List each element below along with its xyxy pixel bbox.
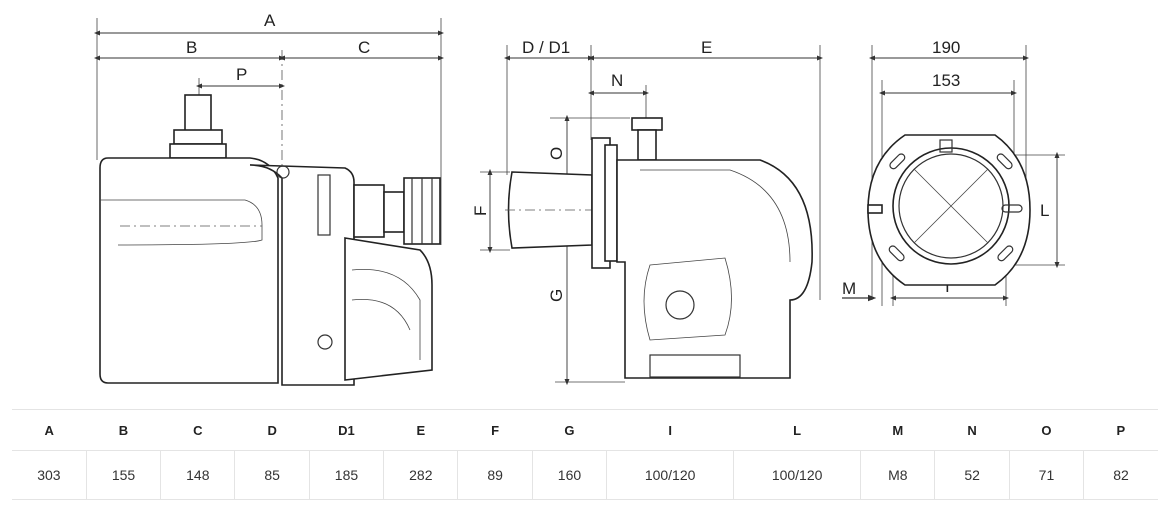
label-153: 153 — [932, 71, 960, 90]
label-a: A — [264, 11, 276, 30]
value-cell: 100/120 — [606, 450, 735, 500]
burner-technical-drawing: A B C P D / D1 — [93, 11, 1065, 386]
value-cell: 282 — [383, 450, 459, 500]
label-i: I — [945, 277, 950, 296]
table-header-row: A B C D D1 E F G I L M N O P — [12, 409, 1158, 451]
value-cell: 89 — [457, 450, 533, 500]
header-cell: A — [12, 409, 87, 451]
value-cell: 71 — [1009, 450, 1085, 500]
header-cell: I — [606, 409, 734, 451]
value-cell: M8 — [860, 450, 936, 500]
value-cell: 155 — [86, 450, 162, 500]
value-cell: 82 — [1083, 450, 1158, 500]
header-cell: P — [1083, 409, 1158, 451]
header-cell: M — [860, 409, 935, 451]
label-e: E — [701, 38, 712, 57]
dimensions-table: A B C D D1 E F G I L M N O P 303 155 148… — [12, 409, 1158, 500]
value-cell: 303 — [12, 450, 87, 500]
header-cell: N — [934, 409, 1010, 451]
label-d: D / D1 — [522, 38, 570, 57]
front-view: D / D1 E N O F G — [471, 38, 824, 386]
header-cell: L — [733, 409, 861, 451]
header-cell: B — [86, 409, 161, 451]
flange-view: 190 153 L I M — [842, 38, 1065, 306]
header-cell: C — [160, 409, 235, 451]
label-g: G — [547, 289, 566, 302]
label-c: C — [358, 38, 370, 57]
label-f: F — [471, 206, 490, 216]
value-cell: 148 — [160, 450, 236, 500]
header-cell: F — [457, 409, 533, 451]
value-cell: 185 — [309, 450, 385, 500]
table-row: 303 155 148 85 185 282 89 160 100/120 10… — [12, 450, 1158, 500]
value-cell: 52 — [934, 450, 1010, 500]
header-cell: D1 — [309, 409, 384, 451]
value-cell: 100/120 — [733, 450, 862, 500]
label-o: O — [547, 147, 566, 160]
header-cell: G — [532, 409, 607, 451]
header-cell: O — [1009, 409, 1084, 451]
side-view: A B C P — [93, 11, 445, 386]
value-cell: 160 — [532, 450, 608, 500]
value-cell: 85 — [234, 450, 310, 500]
label-b: B — [186, 38, 197, 57]
header-cell: D — [234, 409, 310, 451]
label-190: 190 — [932, 38, 960, 57]
label-p: P — [236, 65, 247, 84]
label-n: N — [611, 71, 623, 90]
label-l: L — [1040, 201, 1049, 220]
label-m: M — [842, 279, 856, 298]
header-cell: E — [383, 409, 458, 451]
